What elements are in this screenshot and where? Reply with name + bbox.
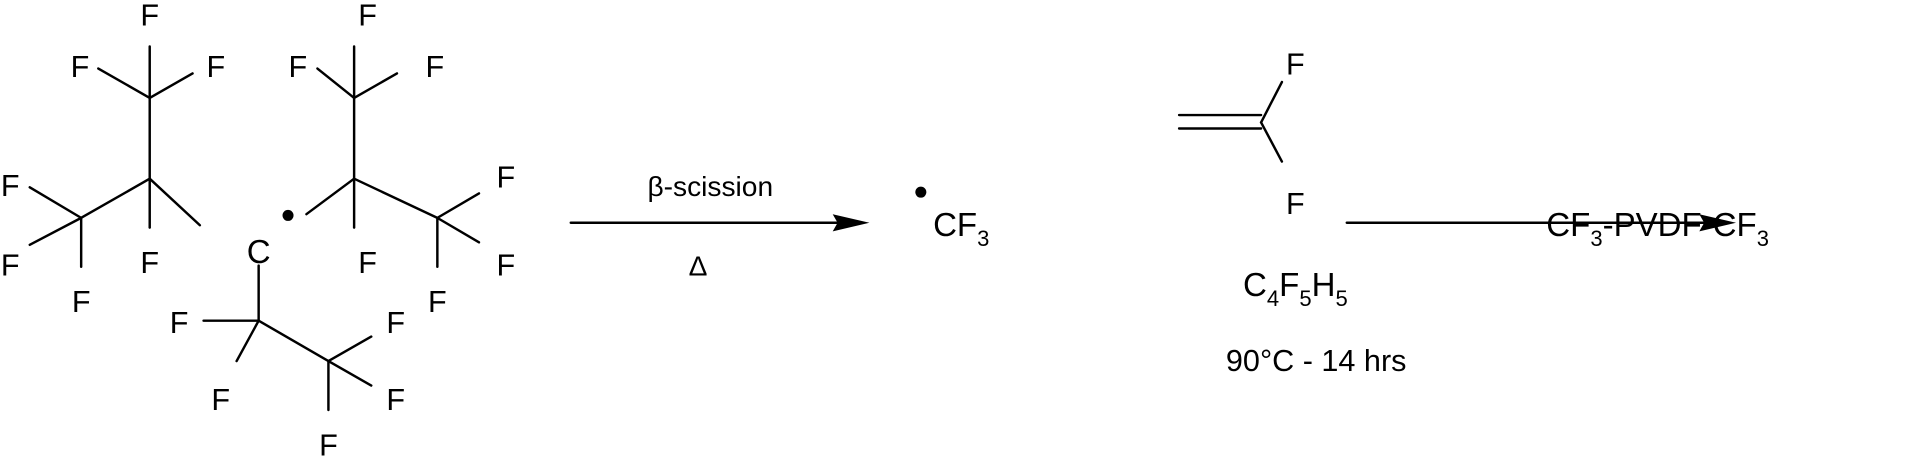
fluorine-label: F [71, 50, 90, 84]
vinylidene-fluoride-structure: F F [1177, 48, 1305, 221]
subscript: 5 [1299, 286, 1311, 311]
subscript: 5 [1335, 286, 1347, 311]
bond [1259, 121, 1284, 163]
cf3-radical: CF3 [915, 186, 989, 251]
arrow-head [1699, 214, 1737, 232]
bond [316, 67, 356, 100]
cf3-radical-label: CF3 [933, 207, 989, 251]
fluorine-label: F [1286, 48, 1305, 82]
subscript: 3 [977, 226, 989, 251]
fluorine-label: F [386, 383, 405, 417]
fluorine-label: F [497, 160, 516, 194]
radical-dot [915, 186, 927, 198]
fluorine-label: F [1286, 187, 1305, 221]
fluorine-label: F [211, 383, 230, 417]
fluorine-label: F [1, 248, 20, 282]
fluorine-label: F [428, 285, 447, 319]
fluorine-label: F [140, 246, 159, 280]
bond [1259, 80, 1284, 124]
bond [257, 319, 330, 363]
fluorine-label: F [288, 50, 307, 84]
fluorine-label: F [386, 306, 405, 340]
beta-scission-label: β-scission [647, 171, 773, 202]
fluorine-label: F [426, 50, 445, 84]
bond [148, 72, 194, 100]
subscript: 4 [1267, 286, 1279, 311]
fluorine-label: F [1, 169, 20, 203]
heat-delta-label: Δ [689, 250, 708, 281]
bond [327, 335, 373, 363]
formula-text: F [1279, 267, 1299, 304]
reaction-conditions: 90°C - 14 hrs [1226, 344, 1406, 378]
radical-carbon-label: C [247, 234, 271, 271]
bond [148, 177, 202, 227]
fluorine-label: F [206, 50, 225, 84]
fluorine-label: F [497, 248, 516, 282]
bond [352, 177, 439, 220]
formula-text: -PVDF-CF [1603, 207, 1757, 244]
solvent-formula: C4F5H5 [1243, 267, 1348, 311]
bond [79, 177, 151, 220]
formula-text: CF [933, 207, 977, 244]
product-formula: CF3-PVDF-CF3 [1546, 207, 1769, 251]
bond [28, 186, 83, 220]
fluorine-label: F [140, 0, 159, 33]
bond [305, 177, 356, 216]
bond [436, 216, 481, 244]
bond [327, 359, 373, 387]
fluorine-label: F [72, 285, 91, 319]
fluorine-label: F [358, 0, 377, 33]
fluorine-label: F [170, 306, 189, 340]
bond [28, 216, 83, 247]
bond [436, 192, 481, 220]
formula-text: CF [1546, 207, 1590, 244]
subscript: 3 [1757, 226, 1769, 251]
beta-scission-arrow: β-scission Δ [569, 171, 870, 281]
polymerization-arrow: C4F5H5 90°C - 14 hrs [1226, 214, 1737, 378]
bond [97, 67, 151, 100]
subscript: 3 [1590, 226, 1602, 251]
formula-text: H [1312, 267, 1336, 304]
radical-dot [282, 209, 294, 221]
arrow-head [832, 214, 870, 232]
fluorine-label: F [358, 246, 377, 280]
bond [235, 319, 260, 363]
formula-text: C [1243, 267, 1267, 304]
reactant-molecule: F F F F F F F C F F F F F F F F F F F F [1, 0, 515, 459]
bond [352, 72, 399, 100]
fluorine-label: F [319, 428, 338, 459]
